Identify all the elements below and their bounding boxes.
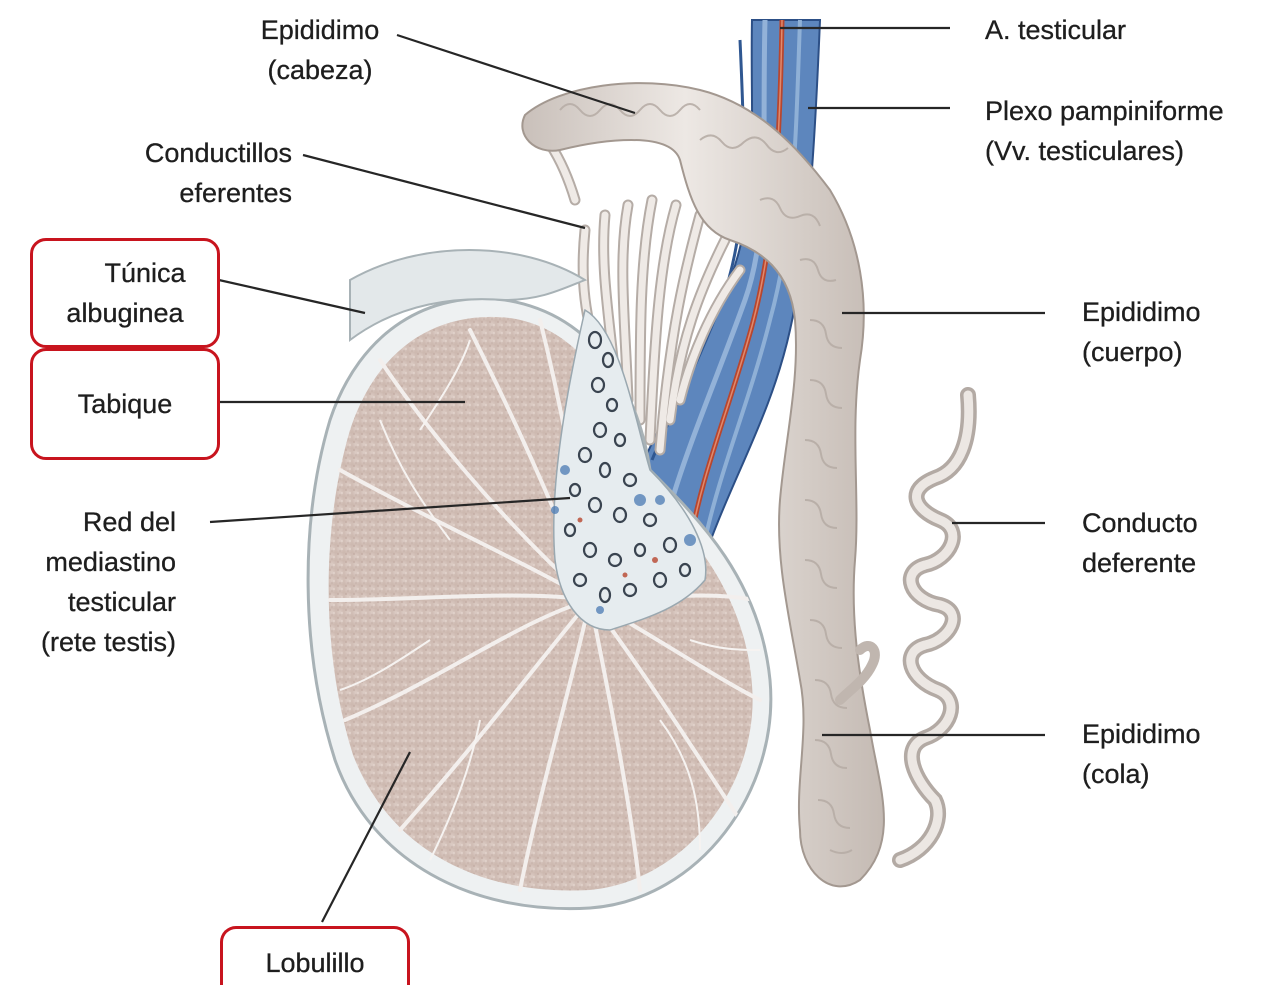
- leader-red-mediastino: [209, 496, 571, 524]
- label-epididimo-cola-line2: (cola): [1082, 759, 1150, 789]
- label-epididimo-cola: Epididimo (cola): [1082, 714, 1262, 794]
- label-conductillos-line1: Conductillos: [144, 138, 292, 168]
- label-epididimo-cola-line1: Epididimo: [1082, 719, 1201, 749]
- label-red-mediastino-line2: mediastino: [45, 547, 176, 577]
- label-lobulillo-box: Lobulillo: [220, 926, 410, 985]
- label-red-mediastino: Red del mediastino testicular (rete test…: [10, 502, 176, 662]
- leader-epididimo-cabeza: [396, 33, 636, 115]
- label-tunica-albuginea: Túnica albuginea: [64, 253, 185, 333]
- label-epididimo-cabeza-line2: (cabeza): [267, 55, 373, 85]
- vas-deferens: [892, 387, 977, 868]
- label-conducto-deferente-line1: Conducto: [1082, 508, 1198, 538]
- label-tabique: Tabique: [77, 389, 173, 419]
- testis: [306, 249, 773, 911]
- label-lobulillo: Lobulillo: [265, 948, 365, 978]
- label-red-mediastino-line3: testicular: [67, 587, 176, 617]
- label-tunica-line2: albuginea: [66, 298, 184, 328]
- label-epididimo-cuerpo-line1: Epididimo: [1082, 297, 1201, 327]
- label-red-mediastino-line1: Red del: [82, 507, 176, 537]
- label-epididimo-cuerpo-line2: (cuerpo): [1082, 337, 1183, 367]
- leader-tunica: [209, 276, 366, 315]
- label-tunica-albuginea-box: Túnica albuginea: [30, 238, 220, 348]
- label-plexo-line1: Plexo pampiniforme: [985, 96, 1224, 126]
- label-plexo-pampiniforme: Plexo pampiniforme (Vv. testiculares): [985, 91, 1265, 171]
- rete-testis: [551, 308, 707, 631]
- label-conducto-deferente: Conducto deferente: [1082, 503, 1262, 583]
- label-tabique-box: Tabique: [30, 348, 220, 460]
- label-a-testicular-text: A. testicular: [985, 15, 1127, 45]
- label-epididimo-cabeza: Epididimo (cabeza): [230, 10, 410, 90]
- label-epididimo-cabeza-line1: Epididimo: [260, 15, 380, 45]
- leader-lobulillo: [321, 751, 411, 923]
- label-conductillos-eferentes: Conductillos eferentes: [100, 133, 292, 213]
- label-red-mediastino-line4: (rete testis): [40, 627, 176, 657]
- label-conductillos-line2: eferentes: [179, 178, 292, 208]
- leader-conductillos: [302, 153, 586, 230]
- label-plexo-line2: (Vv. testiculares): [985, 136, 1185, 166]
- label-a-testicular: A. testicular: [985, 10, 1235, 50]
- label-epididimo-cuerpo: Epididimo (cuerpo): [1082, 292, 1262, 372]
- epididymis: [521, 82, 885, 888]
- label-tunica-line1: Túnica: [104, 258, 186, 288]
- label-conducto-deferente-line2: deferente: [1082, 548, 1197, 578]
- leader-lines: [209, 26, 1045, 923]
